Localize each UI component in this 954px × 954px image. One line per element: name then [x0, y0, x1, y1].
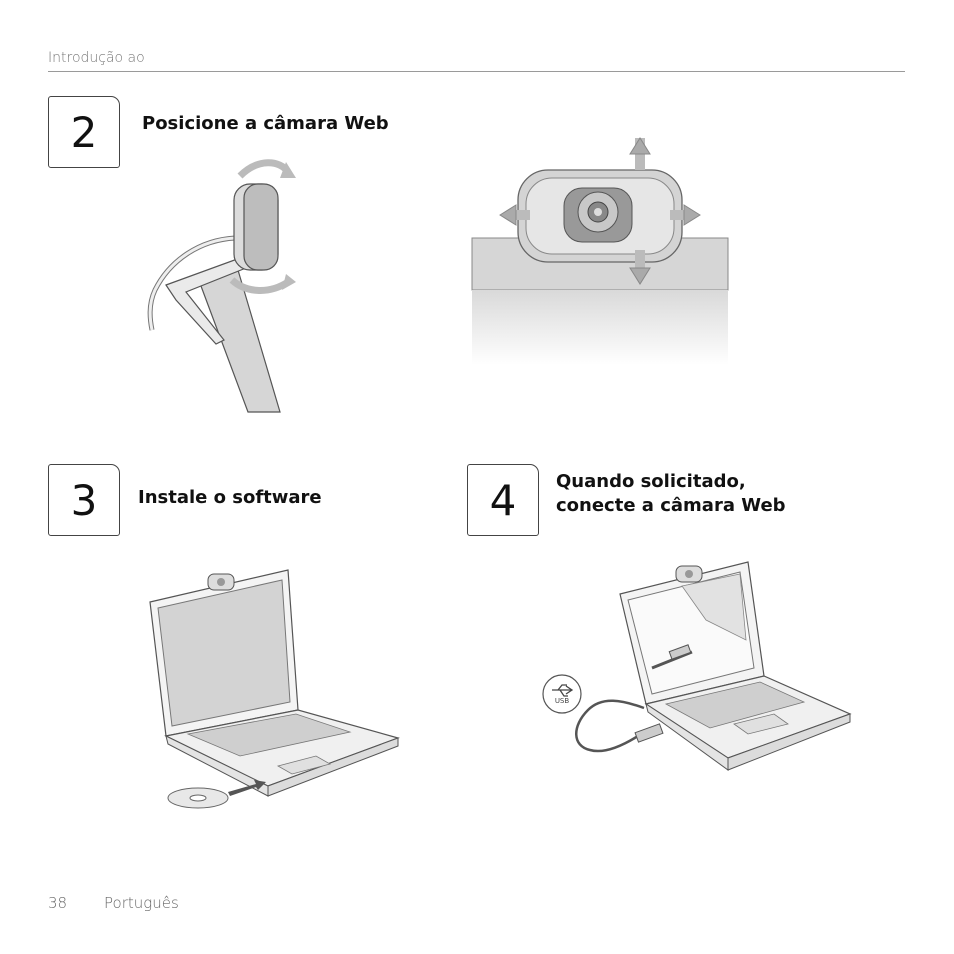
- laptop-install-illustration: [149, 569, 400, 809]
- step-title-4-line-2: conecte a câmara Web: [556, 495, 786, 516]
- move-arrows-icon: [499, 137, 701, 285]
- laptop-usb-illustration: [542, 561, 852, 771]
- section-header: Introdução ao: [48, 50, 145, 66]
- webcam-clip-illustration: [147, 159, 296, 413]
- footer-language: Português: [104, 894, 179, 912]
- page-number: 38: [48, 894, 68, 912]
- step-number-box-4: 4: [467, 464, 539, 536]
- step-title-3: Instale o software: [138, 487, 322, 508]
- rotate-arrow-icon: [229, 159, 296, 294]
- cd-disc-icon: [167, 787, 229, 809]
- step-title-4-line-1: Quando solicitado,: [556, 471, 746, 492]
- step-number-box-2: 2: [48, 96, 120, 168]
- step-title-2: Posicione a câmara Web: [142, 113, 389, 134]
- webcam-front-illustration: [471, 137, 729, 365]
- step-number-box-3: 3: [48, 464, 120, 536]
- header-divider: [48, 71, 905, 72]
- usb-label: USB: [554, 697, 570, 705]
- insert-arrow-icon: [228, 780, 266, 796]
- usb-icon: [542, 674, 582, 714]
